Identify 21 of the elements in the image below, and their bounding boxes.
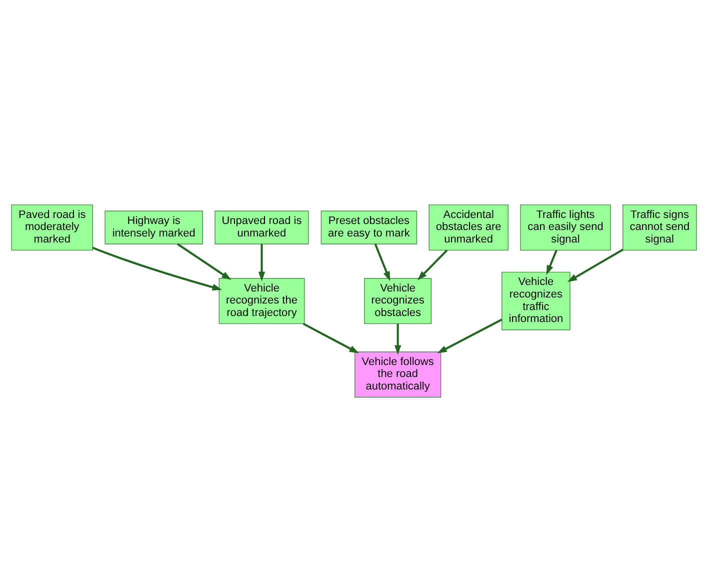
arrow <box>567 248 624 282</box>
arrow <box>302 322 360 353</box>
node-box: Accidental obstacles are unmarked <box>428 204 508 250</box>
arrow <box>374 243 390 281</box>
node-box: Preset obstacles are easy to mark <box>320 210 418 244</box>
arrow <box>394 323 402 354</box>
node-box: Vehicle recognizes the road trajectory <box>218 278 305 324</box>
arrow <box>92 246 222 290</box>
node-box: Vehicle recognizes traffic information <box>502 271 570 330</box>
arrow <box>176 242 232 280</box>
node-box: Paved road is moderately marked <box>11 204 94 250</box>
node-box: Unpaved road is unmarked <box>214 210 309 244</box>
node-box: Traffic signs cannot send signal <box>622 204 697 250</box>
arrow <box>546 249 558 274</box>
arrow <box>437 318 502 353</box>
arrow <box>258 244 266 281</box>
node-box: Vehicle recognizes obstacles <box>364 278 432 324</box>
arrow <box>417 249 448 280</box>
node-box: Vehicle follows the road automatically <box>354 351 442 398</box>
node-box: Highway is intensely marked <box>104 210 203 244</box>
node-box: Traffic lights can easily send signal <box>520 204 611 250</box>
